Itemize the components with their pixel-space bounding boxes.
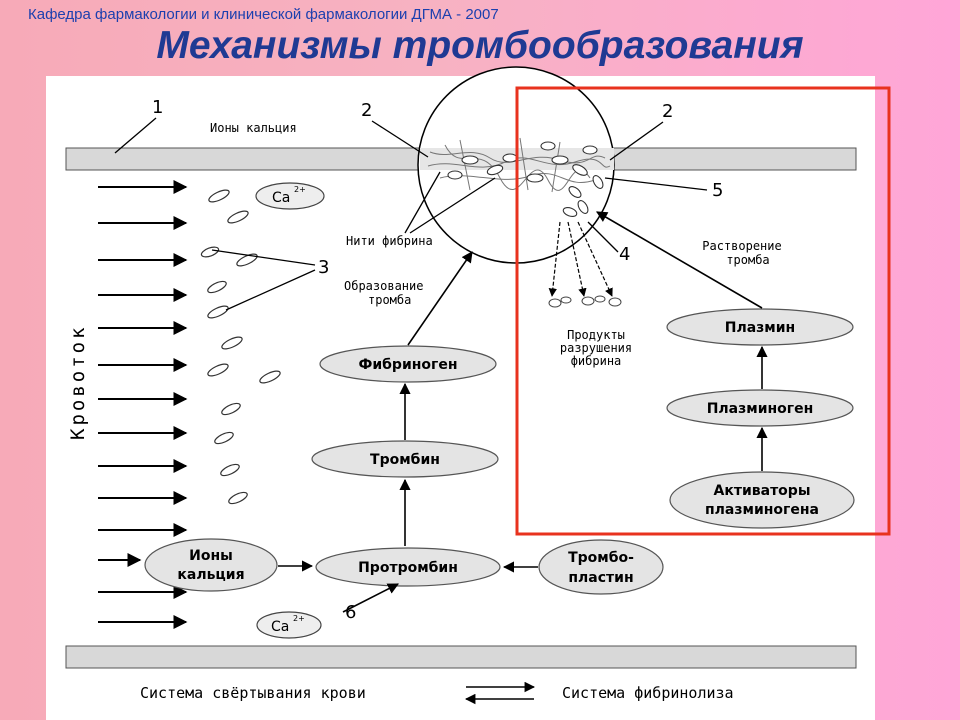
ca-ion-top-charge: 2+ <box>294 185 306 194</box>
department-header: Кафедра фармакологии и клинической фарма… <box>28 6 499 23</box>
vessel-wall-bottom <box>65 645 857 669</box>
fibrin-threads-label: Нити фибрина <box>346 234 433 248</box>
node-activators: Активаторы плазминогена <box>669 471 855 529</box>
fibrin-products-label-3: фибрина <box>571 354 622 368</box>
coagulation-arrows <box>278 251 538 613</box>
node-activators-label-1: Активаторы <box>714 483 811 499</box>
marker-2-left: 2 <box>361 100 372 121</box>
node-fibrinogen: Фибриноген <box>319 345 497 383</box>
fibrin-products-label-2: разрушения <box>560 341 632 355</box>
node-calcium-ions-label-2: кальция <box>177 567 244 583</box>
node-plasminogen: Плазминоген <box>666 389 854 427</box>
node-calcium-ions-label-1: Ионы <box>189 548 233 564</box>
marker-5: 5 <box>712 180 723 201</box>
node-thromboplastin: Тромбо- пластин <box>538 539 664 595</box>
fibrinolysis-arrows <box>596 211 768 471</box>
marker-2-right: 2 <box>662 101 673 122</box>
ca-ion-top-label: Ca <box>272 190 290 206</box>
node-plasmin: Плазмин <box>666 308 854 346</box>
ca-ion-bottom: Ca 2+ <box>256 611 322 639</box>
ca-ion-top: Ca 2+ <box>255 182 325 210</box>
thrombus-formation-label-1: Образование <box>344 279 423 293</box>
clot-cells <box>447 141 604 218</box>
ca-ion-bottom-charge: 2+ <box>293 614 305 623</box>
legend-fibrinolysis: Система фибринолиза <box>562 684 734 702</box>
node-activators-label-2: плазминогена <box>705 502 819 518</box>
node-thrombin-label: Тромбин <box>370 452 440 468</box>
slide-title: Механизмы тромбообразования <box>156 24 804 67</box>
node-prothrombin-label: Протромбин <box>358 560 458 576</box>
degradation-arrows <box>548 221 613 297</box>
thrombus-formation-label-2: тромба <box>368 293 411 307</box>
calcium-ions-top-label: Ионы кальция <box>210 121 297 135</box>
platelets <box>200 189 281 505</box>
blood-flow-label: Кровоток <box>67 324 89 440</box>
marker-1: 1 <box>152 97 163 118</box>
blood-flow-arrows <box>98 180 188 629</box>
node-calcium-ions: Ионы кальция <box>144 538 278 592</box>
marker-3: 3 <box>318 257 329 278</box>
node-thrombin: Тромбин <box>311 440 499 478</box>
thrombus-dissolution-label-1: Растворение <box>702 239 781 253</box>
legend-coagulation: Система свёртывания крови <box>140 684 366 702</box>
node-thromboplastin-label-2: пластин <box>568 570 633 586</box>
legend-exchange-arrows <box>464 681 536 705</box>
node-fibrinogen-label: Фибриноген <box>358 357 457 373</box>
marker-4: 4 <box>619 244 630 265</box>
degradation-fragments <box>548 295 622 308</box>
thrombus-dissolution-label-2: тромба <box>726 253 769 267</box>
node-plasmin-label: Плазмин <box>725 320 795 336</box>
fibrinolysis-highlight-box <box>515 86 891 536</box>
node-plasminogen-label: Плазминоген <box>707 401 814 417</box>
fibrin-products-label-1: Продукты <box>567 328 625 342</box>
node-prothrombin: Протромбин <box>315 547 501 587</box>
marker-6: 6 <box>345 602 356 623</box>
node-thromboplastin-label-1: Тромбо- <box>568 550 634 566</box>
ca-ion-bottom-label: Ca <box>271 619 289 635</box>
